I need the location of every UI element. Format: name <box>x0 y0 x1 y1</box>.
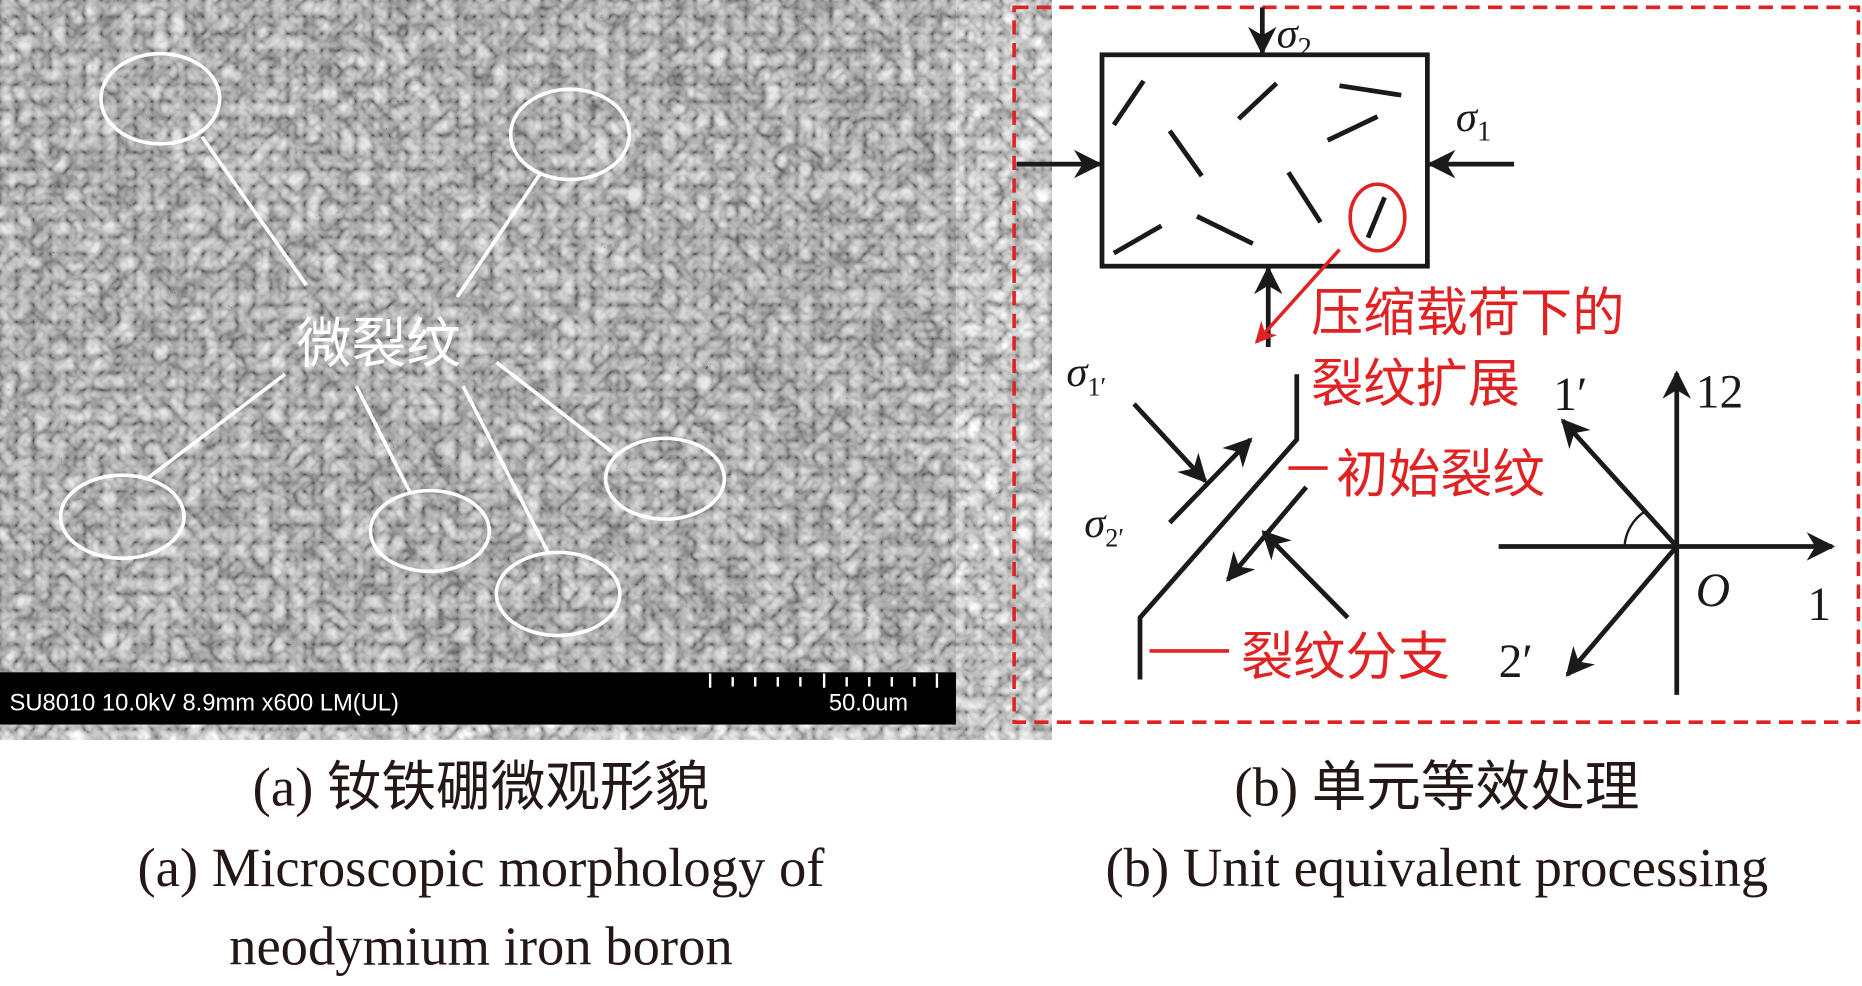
axis-1-label: 1 <box>1807 579 1831 631</box>
microcrack-ellipse <box>58 473 186 561</box>
leader-line <box>495 360 613 453</box>
note-line-1: 压缩载荷下的 <box>1311 284 1625 342</box>
sem-micrograph: SU8010 10.0kV 8.9mm x600 LM(UL) 50.0um <box>0 0 956 725</box>
initial-crack-label: 初始裂纹 <box>1336 446 1545 504</box>
angle-arc <box>1623 509 1647 547</box>
caption-a-en-1: (a) Microscopic morphology of <box>137 837 825 898</box>
axis-2p-label: 2′ <box>1499 636 1533 688</box>
leader-line <box>200 135 308 287</box>
microcrack-label: 微裂纹 <box>297 313 461 374</box>
leader-line <box>354 385 412 493</box>
axis-1-prime <box>1560 418 1679 549</box>
crack-schematic <box>1132 374 1350 680</box>
caption-a-en-2: neodymium iron boron <box>229 915 733 976</box>
axis-1p-label: 1′ <box>1553 369 1587 421</box>
caption-b-en: (b) Unit equivalent processing <box>1106 837 1769 898</box>
sigma2-label: σ2 <box>1277 11 1312 65</box>
propagation-arrow <box>1254 248 1341 344</box>
microcrack-markers <box>58 51 727 638</box>
captions: (a) 钕铁硼微观形貌 (a) Microscopic morphology o… <box>137 756 1768 976</box>
origin-label: O <box>1696 565 1730 617</box>
leader-line <box>455 172 542 299</box>
crack-path <box>1137 374 1300 680</box>
caption-b-cn: (b) 单元等效处理 <box>1234 756 1639 817</box>
caption-a-cn: (a) 钕铁硼微观形貌 <box>253 756 710 817</box>
microcrack-ellipse <box>603 436 727 521</box>
highlighted-crack-circle <box>1348 182 1407 253</box>
microcrack-ellipse <box>368 488 492 574</box>
crack-branch-label: 裂纹分支 <box>1241 629 1450 687</box>
leader-line <box>147 372 287 479</box>
sigma1-label: σ1 <box>1456 94 1491 148</box>
microcrack-ellipse <box>494 550 622 638</box>
scale-bar-label: 50.0um <box>829 689 908 716</box>
axis-2-prime <box>1565 544 1679 677</box>
leader-line <box>461 385 551 555</box>
sem-info-bar <box>0 672 956 725</box>
microcrack-ellipse <box>508 87 632 182</box>
microcracks <box>1111 79 1402 256</box>
note-line-2: 裂纹扩展 <box>1311 356 1520 414</box>
sem-info-text: SU8010 10.0kV 8.9mm x600 LM(UL) <box>10 689 399 716</box>
diagram-frame <box>1012 5 1861 724</box>
axis-12-label: 12 <box>1696 367 1744 419</box>
microcrack-ellipse <box>99 51 222 146</box>
sigma2-prime-label: σ2′ <box>1084 500 1124 553</box>
sigma1-prime-label: σ1′ <box>1066 349 1106 402</box>
scale-bar-ticks <box>708 673 939 688</box>
unit-element <box>1099 52 1430 269</box>
coordinate-axes <box>1498 370 1836 695</box>
